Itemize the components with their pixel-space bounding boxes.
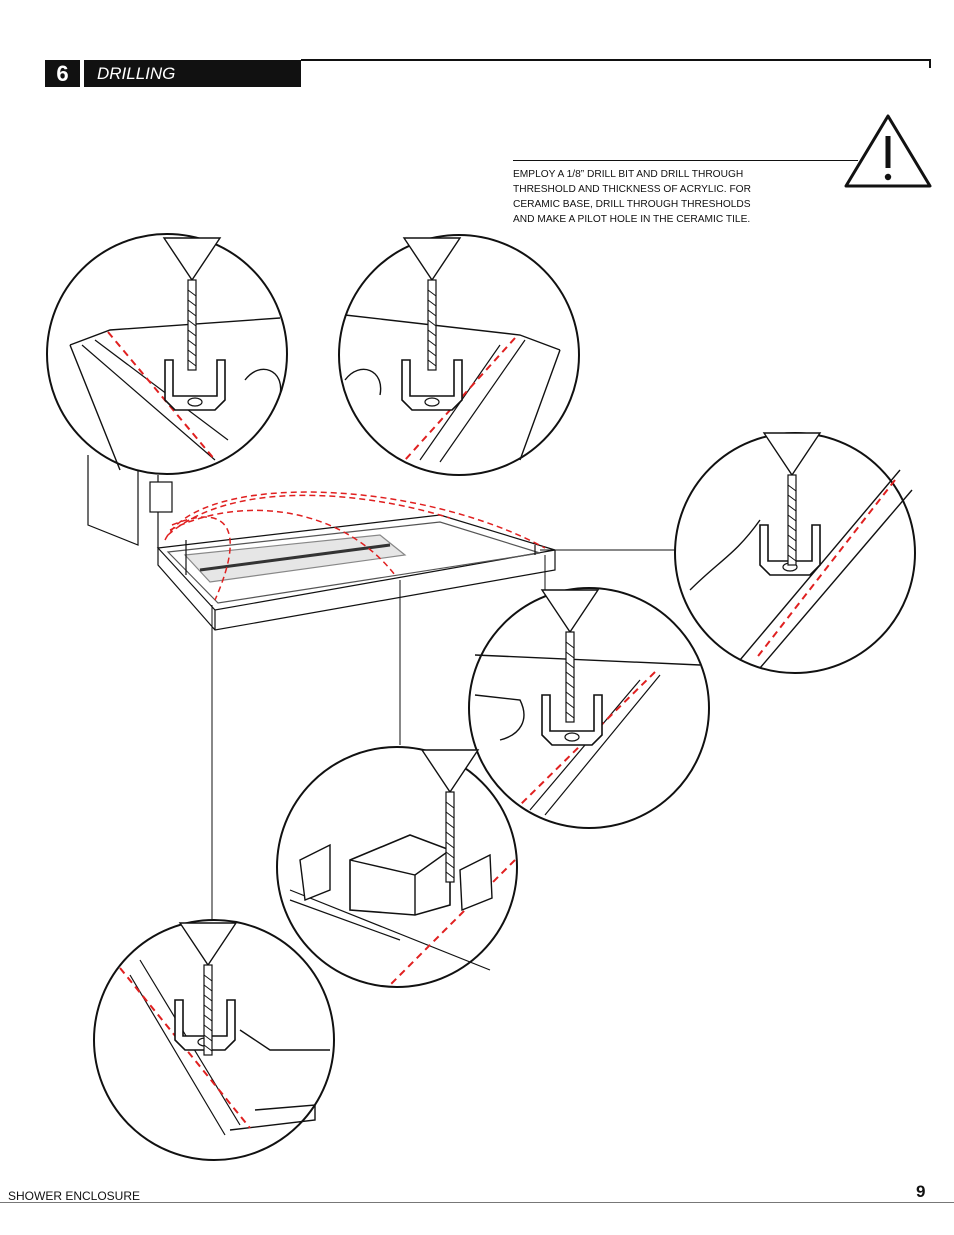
- warning-line: AND MAKE A PILOT HOLE IN THE CERAMIC TIL…: [513, 214, 751, 225]
- detail-circle-bottom-left: [93, 919, 335, 1161]
- footer-rule: [0, 1202, 954, 1203]
- detail-circle-top-center: [338, 234, 580, 476]
- warning-triangle-icon: [844, 114, 932, 188]
- step-number-badge: 6: [45, 60, 80, 87]
- warning-rule: [513, 160, 858, 161]
- detail-circle-top-left: [46, 233, 288, 475]
- warning-line: THRESHOLD AND THICKNESS OF ACRYLIC. FOR: [513, 184, 751, 195]
- detail-circle-middle-right: [468, 587, 710, 829]
- detail-circle-center: [276, 746, 518, 988]
- warning-text: EMPLOY A 1/8” DRILL BIT AND DRILL THROUG…: [513, 167, 773, 227]
- page-number: 9: [916, 1182, 926, 1201]
- header-rule-end: [929, 59, 931, 68]
- warning-line: EMPLOY A 1/8” DRILL BIT AND DRILL THROUG…: [513, 169, 744, 180]
- footer-document-title: SHOWER ENCLOSURE: [8, 1189, 141, 1203]
- step-title: DRILLING: [84, 60, 301, 87]
- header-rule: [301, 59, 931, 61]
- shower-base-drawing: [87, 455, 556, 631]
- drill-path-lines: [164, 491, 546, 601]
- warning-line: CERAMIC BASE, DRILL THROUGH THRESHOLDS: [513, 199, 751, 210]
- detail-circle-right: [674, 432, 916, 674]
